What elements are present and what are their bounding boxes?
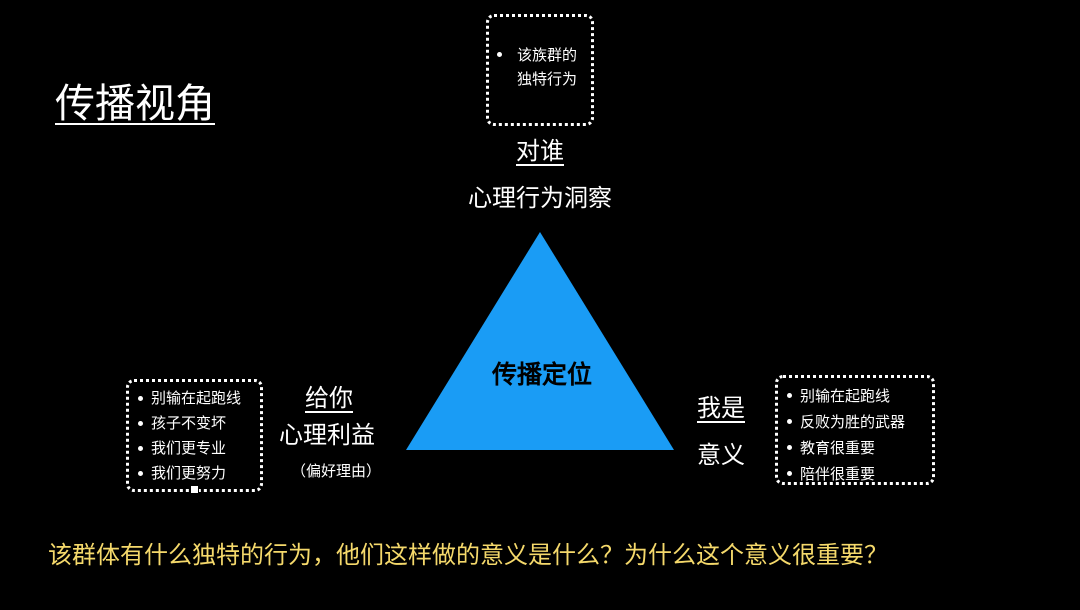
left-reason-label: （偏好理由） [291, 462, 382, 480]
left-benefit-label: 心理利益 [279, 421, 375, 449]
triangle-shape [406, 232, 674, 450]
resize-handle[interactable] [190, 485, 199, 494]
top-who-label: 对谁 [516, 137, 564, 165]
top-bullet-list: 该族群的 独特行为 [489, 17, 591, 91]
list-item: 陪伴很重要 [787, 461, 932, 487]
list-item: 别输在起跑线 [787, 383, 932, 409]
center-label: 传播定位 [491, 360, 592, 389]
top-insight-label: 心理行为洞察 [468, 184, 612, 212]
list-item: 独特行为 [517, 70, 578, 88]
right-meaning-label: 意义 [697, 441, 745, 469]
right-bullet-list: 别输在起跑线 反败为胜的武器 教育很重要 陪伴很重要 [778, 378, 932, 487]
page-title: 传播视角 [55, 81, 215, 127]
list-item: 我们更努力 [138, 461, 260, 486]
list-item: 该族群的 [497, 43, 591, 67]
bottom-question: 该群体有什么独特的行为，他们这样做的意义是什么？为什么这个意义很重要？ [48, 541, 888, 569]
list-item: 反败为胜的武器 [787, 409, 932, 435]
left-give-label: 给你 [305, 384, 353, 412]
list-item: 教育很重要 [787, 435, 932, 461]
right-bullet-box: 别输在起跑线 反败为胜的武器 教育很重要 陪伴很重要 [775, 375, 935, 485]
left-bullet-list: 别输在起跑线 孩子不变坏 我们更专业 我们更努力 [129, 382, 260, 486]
top-bullet-box: 该族群的 独特行为 [486, 14, 594, 126]
list-item: 孩子不变坏 [138, 411, 260, 436]
left-bullet-box: 别输在起跑线 孩子不变坏 我们更专业 我们更努力 [126, 379, 263, 492]
list-item: 别输在起跑线 [138, 386, 260, 411]
list-item: 我们更专业 [138, 436, 260, 461]
right-iam-label: 我是 [697, 394, 745, 422]
positioning-triangle: 传播定位 [406, 232, 674, 450]
